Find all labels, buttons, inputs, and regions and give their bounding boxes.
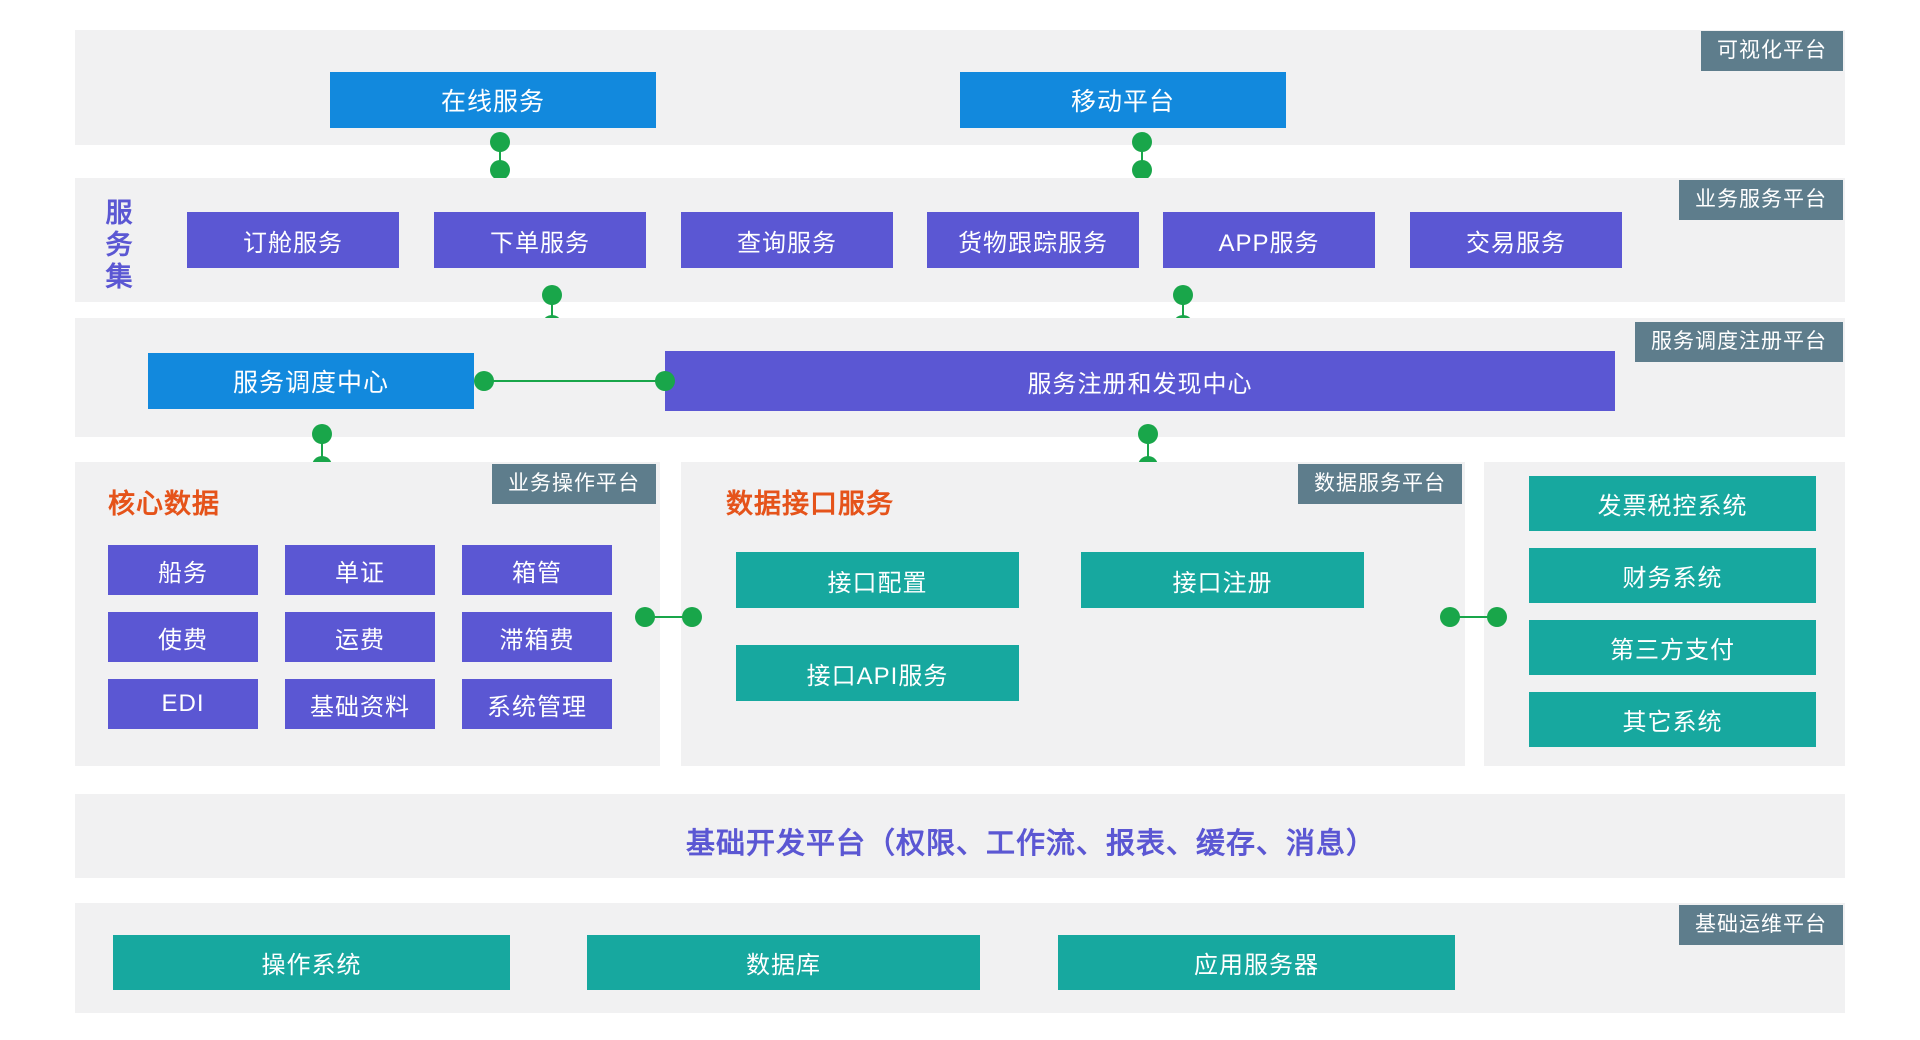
base-data-module-box: 基础资料	[285, 679, 435, 729]
interface-api-service-box: 接口API服务	[736, 645, 1019, 701]
connector-dot	[542, 285, 562, 305]
business-service-platform-tag: 业务服务平台	[1679, 180, 1843, 220]
connector-line	[484, 380, 665, 382]
query-service-box: 查询服务	[681, 212, 893, 268]
connector-dot	[1138, 424, 1158, 444]
connector-dot	[1440, 607, 1460, 627]
base-dev-platform-band	[75, 794, 1845, 878]
cargo-tracking-service-box: 货物跟踪服务	[927, 212, 1139, 268]
trade-service-box: 交易服务	[1410, 212, 1622, 268]
data-service-platform-panel	[681, 462, 1465, 766]
demurrage-module-box: 滞箱费	[462, 612, 612, 662]
connector-dot	[682, 607, 702, 627]
connector-line	[499, 142, 501, 170]
container-mgmt-module-box: 箱管	[462, 545, 612, 595]
base-ops-platform-tag: 基础运维平台	[1679, 905, 1843, 945]
data-interface-service-heading: 数据接口服务	[726, 489, 894, 519]
interface-registry-box: 接口注册	[1081, 552, 1364, 608]
database-box: 数据库	[587, 935, 980, 990]
shipping-module-box: 船务	[108, 545, 258, 595]
app-server-box: 应用服务器	[1058, 935, 1455, 990]
connector-dot	[1487, 607, 1507, 627]
connector-line	[321, 434, 323, 466]
app-service-box: APP服务	[1163, 212, 1375, 268]
invoice-tax-system-box: 发票税控系统	[1529, 476, 1816, 531]
interface-config-box: 接口配置	[736, 552, 1019, 608]
connector-line	[1147, 434, 1149, 466]
other-systems-box: 其它系统	[1529, 692, 1816, 747]
booking-service-box: 订舱服务	[187, 212, 399, 268]
system-mgmt-module-box: 系统管理	[462, 679, 612, 729]
connector-dot	[1173, 285, 1193, 305]
core-data-heading: 核心数据	[108, 489, 220, 519]
connector-dot	[1132, 132, 1152, 152]
connector-line	[645, 616, 692, 618]
service-dispatch-center-box: 服务调度中心	[148, 353, 474, 409]
service-registry-center-box: 服务注册和发现中心	[665, 351, 1615, 411]
service-dispatch-platform-tag: 服务调度注册平台	[1635, 322, 1843, 362]
documents-module-box: 单证	[285, 545, 435, 595]
edi-module-box: EDI	[108, 679, 258, 729]
freight-module-box: 运费	[285, 612, 435, 662]
connector-dot	[490, 132, 510, 152]
connector-dot	[490, 160, 510, 180]
base-dev-platform-text: 基础开发平台（权限、工作流、报表、缓存、消息）	[686, 828, 1377, 860]
connector-line	[551, 295, 553, 325]
connector-line	[1182, 295, 1184, 325]
finance-system-box: 财务系统	[1529, 548, 1816, 603]
data-service-platform-tag: 数据服务平台	[1298, 464, 1462, 504]
mobile-platform-box: 移动平台	[960, 72, 1286, 128]
connector-line	[1141, 142, 1143, 170]
order-service-box: 下单服务	[434, 212, 646, 268]
charges-module-box: 使费	[108, 612, 258, 662]
online-service-box: 在线服务	[330, 72, 656, 128]
connector-dot	[474, 371, 494, 391]
connector-line	[1450, 616, 1497, 618]
connector-dot	[635, 607, 655, 627]
visualization-platform-tag: 可视化平台	[1701, 31, 1843, 71]
third-party-payment-box: 第三方支付	[1529, 620, 1816, 675]
connector-dot	[655, 371, 675, 391]
operating-system-box: 操作系统	[113, 935, 510, 990]
business-operation-platform-tag: 业务操作平台	[492, 464, 656, 504]
connector-dot	[312, 424, 332, 444]
service-set-label: 服务集	[105, 198, 133, 292]
connector-dot	[1132, 160, 1152, 180]
